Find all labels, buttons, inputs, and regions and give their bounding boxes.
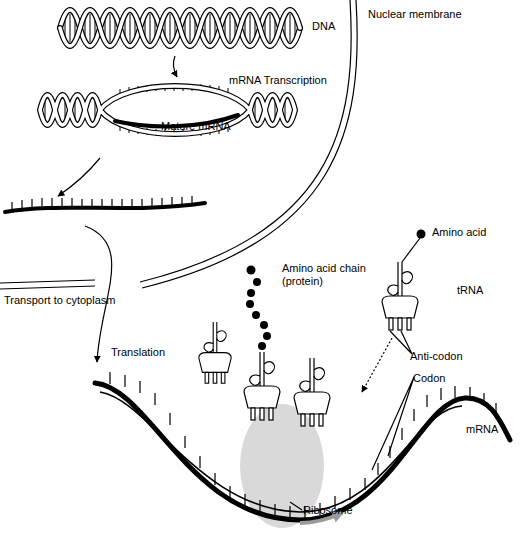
- trna-symbol: [382, 262, 418, 330]
- dna-strand: [40, 86, 295, 134]
- approach-arrow: [362, 338, 392, 392]
- amino-acid-chain: [246, 266, 271, 351]
- process-arrow: [173, 56, 177, 77]
- text-label: Anti-codon: [410, 350, 463, 363]
- dna-strand: [60, 10, 300, 46]
- nuclear-membrane: [0, 0, 357, 289]
- dna-strand: [60, 10, 300, 46]
- dna-strand: [60, 10, 300, 46]
- membrane-line: [0, 286, 95, 289]
- text-label: mRNA Transcription: [229, 74, 327, 87]
- text-label: Translation: [111, 346, 165, 359]
- leader-line: [290, 502, 302, 510]
- bond-line: [402, 238, 420, 262]
- text-label: Amino acid chain (protein): [282, 262, 366, 288]
- text-label: mRNA: [466, 423, 498, 436]
- dna-strand: [60, 10, 300, 46]
- dna-strand: [40, 86, 295, 134]
- leader-line: [372, 377, 414, 470]
- dna-helix: [60, 10, 300, 46]
- text-label: Codon: [413, 372, 445, 385]
- trna-symbol: [244, 352, 280, 420]
- membrane-line: [142, 0, 357, 288]
- membrane-line: [140, 0, 351, 282]
- amino-acid-dot: [417, 230, 426, 239]
- text-label: Mature mRNA: [161, 120, 231, 133]
- transcription-bubble: [40, 84, 295, 136]
- text-label: tRNA: [457, 284, 483, 297]
- text-label: Amino acid: [432, 226, 486, 239]
- text-label: Ribosome: [303, 504, 353, 517]
- membrane-line: [0, 280, 95, 283]
- text-label: Transport to cytoplasm: [4, 294, 115, 307]
- mrna-strand: [5, 203, 205, 212]
- trna-symbol: [199, 322, 231, 383]
- leader-line: [390, 331, 412, 354]
- mature-mrna: [5, 196, 205, 212]
- text-label: DNA: [312, 20, 335, 33]
- text-label: Nuclear membrane: [368, 8, 462, 21]
- trna-symbol: [294, 358, 330, 426]
- process-arrow: [58, 158, 100, 196]
